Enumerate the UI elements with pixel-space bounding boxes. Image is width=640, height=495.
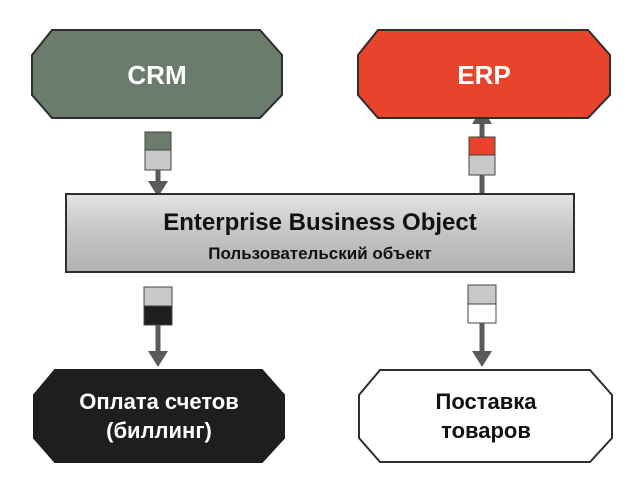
node-erp: ERP bbox=[357, 29, 611, 119]
token-supply-color bbox=[467, 303, 497, 324]
arrow-down-icon bbox=[148, 181, 168, 197]
token-light bbox=[467, 284, 497, 305]
connector-object-to-billing bbox=[143, 286, 173, 367]
arrow-down-icon bbox=[472, 351, 492, 367]
node-crm: CRM bbox=[31, 29, 283, 119]
enterprise-business-object: Enterprise Business Object Пользовательс… bbox=[65, 193, 575, 273]
node-billing: Оплата счетов (биллинг) bbox=[33, 369, 285, 463]
token-erp-color bbox=[468, 136, 496, 156]
connector-object-to-erp bbox=[468, 108, 496, 195]
token-billing-color bbox=[143, 305, 173, 326]
node-supply: Поставка товаров bbox=[358, 369, 613, 463]
token-crm-color bbox=[144, 131, 172, 151]
token-light bbox=[144, 149, 172, 171]
connector-object-to-supply bbox=[467, 284, 497, 367]
arrow-down-icon bbox=[148, 351, 168, 367]
token-light bbox=[143, 286, 173, 307]
connector-crm-to-object bbox=[144, 131, 172, 197]
token-light bbox=[468, 154, 496, 176]
